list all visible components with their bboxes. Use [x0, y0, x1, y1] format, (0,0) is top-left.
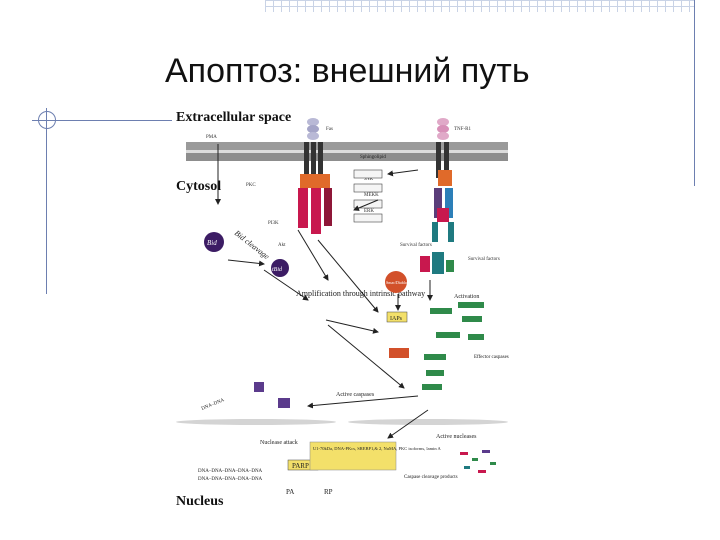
extracellular-label: Extracellular space: [176, 110, 291, 125]
smac-circle: [385, 271, 407, 293]
fas-receptor: [298, 118, 332, 234]
top-grid-decoration: [265, 0, 695, 12]
apoptosis-pathway-diagram: Extracellular space Cytosol Nucleus Fas …: [176, 110, 509, 509]
dna-top-label: DNA–DNA: [201, 398, 226, 412]
erk-label: ERK: [364, 209, 374, 214]
caspase-activation-blocks: [420, 252, 484, 390]
dna-row-2: DNA–DNA–DNA–DNA–DNA: [198, 477, 263, 482]
cytosol-label: Cytosol: [176, 179, 221, 194]
survival-factors-right: Survival factors: [468, 257, 500, 262]
pi3k-label: PI3K: [268, 221, 279, 226]
iaps-label: IAPs: [390, 316, 403, 322]
nucleus-label: Nucleus: [176, 494, 224, 509]
nuclease-attack-label: Nuclease attack: [260, 440, 298, 446]
mekk-label: MEKK: [364, 193, 379, 198]
activation-label: Activation: [454, 294, 479, 300]
active-nucleases-label: Active nucleases: [436, 434, 477, 440]
iaps-box: [386, 311, 408, 323]
tnf-label: TNF-R1: [454, 127, 471, 132]
akt-label: Akt: [278, 243, 286, 248]
dna-row-1: DNA–DNA–DNA–DNA–DNA: [198, 469, 263, 474]
right-vertical-line: [694, 0, 695, 186]
bid-label: Bid: [207, 239, 217, 247]
tbid-label: tBid: [272, 267, 283, 273]
signal-box: [353, 213, 383, 223]
parp-label: PARP: [292, 462, 309, 470]
plasma-membrane: [186, 142, 508, 161]
caspase-shape: [278, 398, 290, 408]
pa-label: PA: [286, 488, 294, 496]
pma-label: PMA: [206, 135, 217, 140]
substrates-box: [309, 441, 397, 471]
jnk-label: JNK: [364, 177, 374, 182]
smac-label: Smac/Diablo: [386, 280, 407, 285]
slide-title: Апоптоз: внешний путь: [165, 52, 530, 90]
active-caspases-label: Active caspases: [336, 392, 375, 398]
sphingolipid-label: Sphingolipid: [360, 155, 386, 160]
circle-ornament: [38, 111, 56, 129]
bid-circle: [204, 232, 224, 252]
signal-box: [353, 169, 383, 179]
rp-label: RP: [324, 488, 333, 496]
cleavage-products-label: Caspase cleavage products: [404, 475, 458, 480]
substrates-label: U1-70kDa, DNA-PKcs, SREBP1,& 2, NuMA, PK…: [313, 446, 442, 452]
left-vertical-line: [46, 108, 47, 294]
amplification-label: Amplification through intrinsic pathway: [296, 289, 425, 298]
pkc-label: PKC: [246, 183, 256, 188]
left-horizontal-line: [32, 120, 172, 121]
iaps-box-bottom: [389, 348, 409, 358]
effector-caspases-label: Effector caspases: [474, 355, 509, 360]
fas-label: Fas: [326, 127, 333, 132]
survival-factors-left: Survival factors: [400, 243, 432, 248]
signal-box: [353, 183, 383, 193]
bid-cleavage-label: Bid cleavage: [233, 228, 272, 261]
cleavage-fragments: [460, 450, 496, 473]
pathway-arrows: [215, 144, 433, 439]
caspase-shape: [254, 382, 264, 392]
tnf-receptor: [432, 118, 454, 242]
tbid-circle: [271, 259, 289, 277]
nuclear-membrane: [176, 419, 508, 425]
